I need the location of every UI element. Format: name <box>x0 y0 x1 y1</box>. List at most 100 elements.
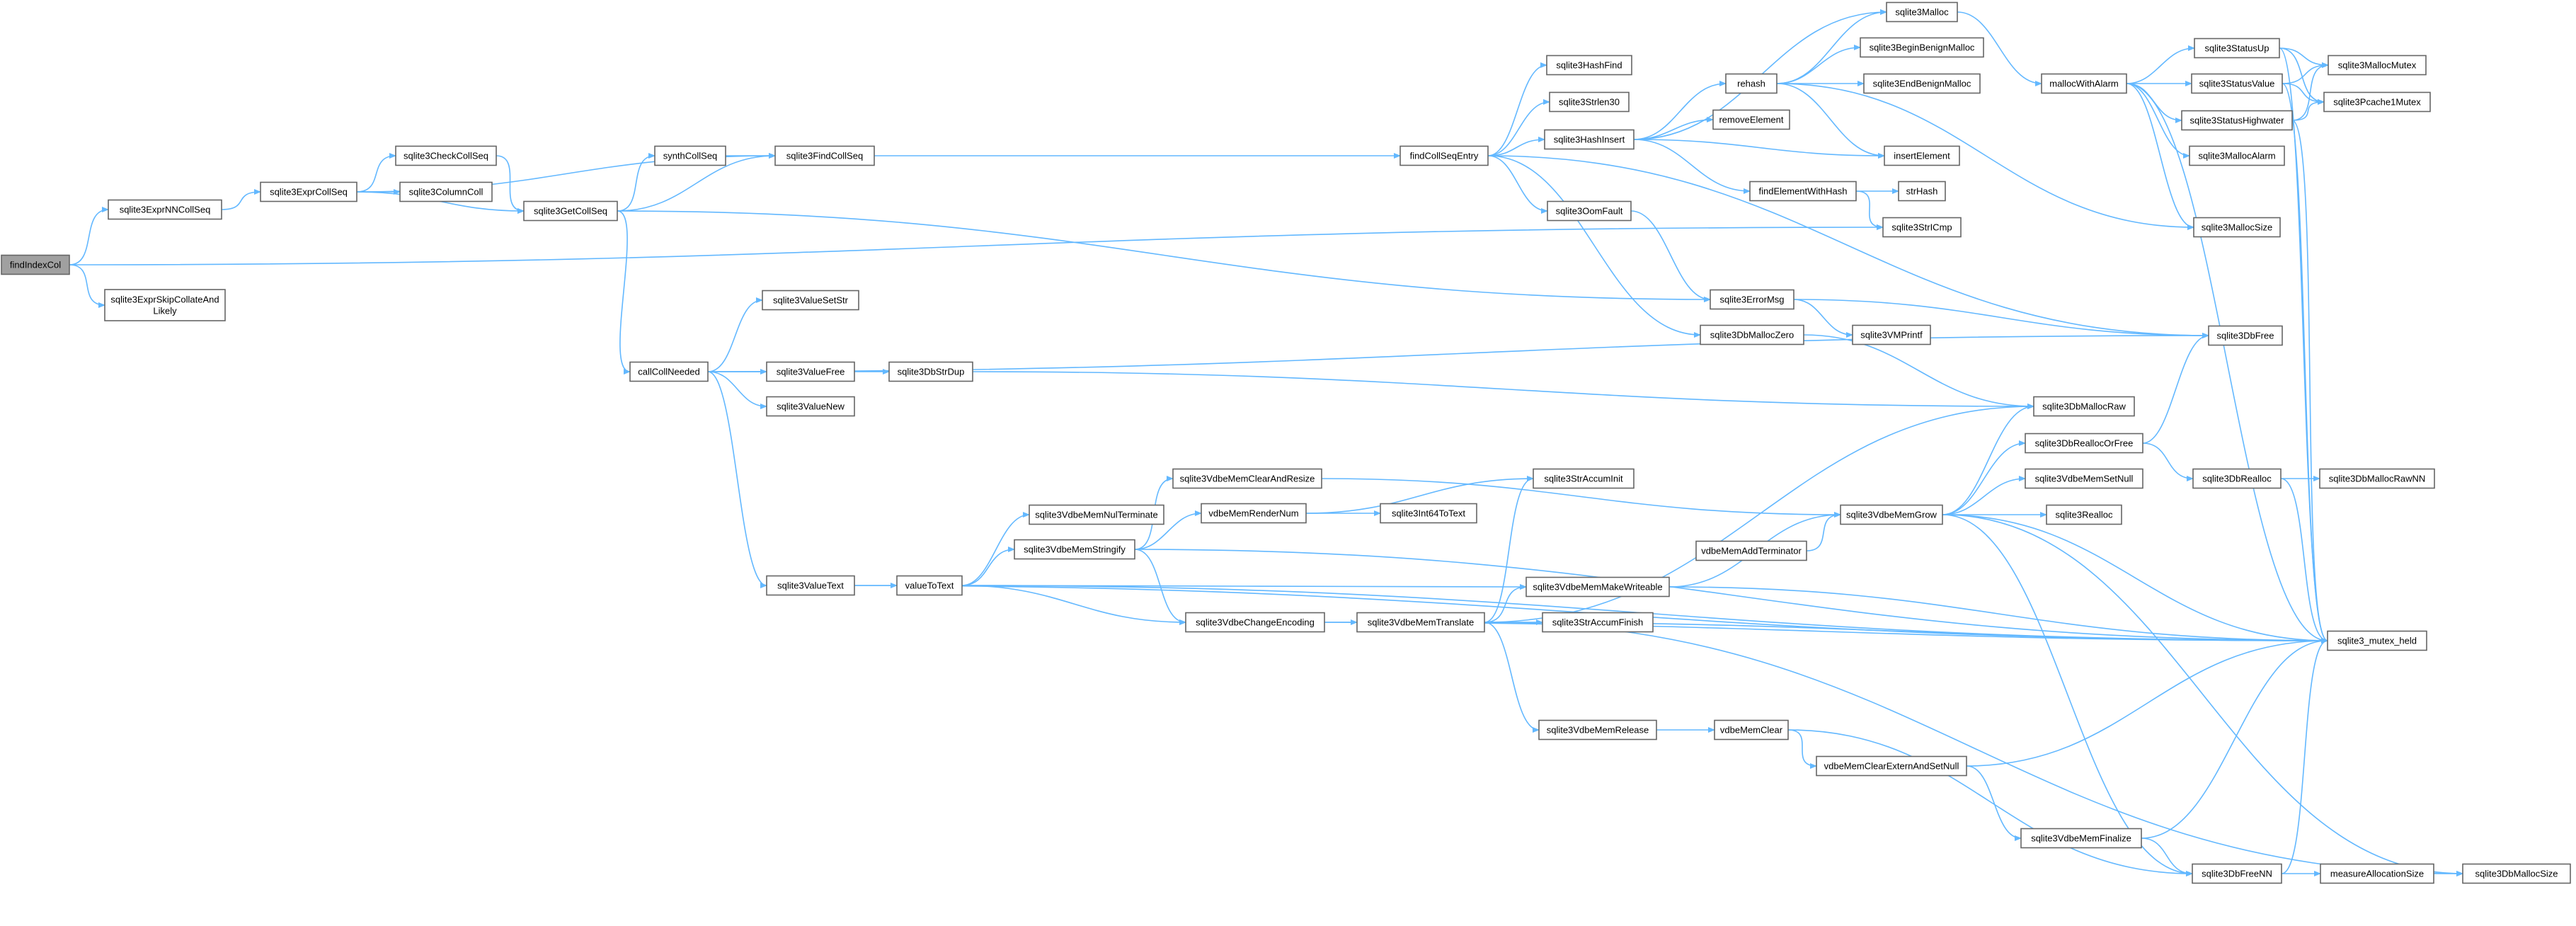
node-sqlite3BeginBenignMalloc[interactable]: sqlite3BeginBenignMalloc <box>1860 37 1984 58</box>
node-sqlite3ExprNNCollSeq[interactable]: sqlite3ExprNNCollSeq <box>108 199 222 220</box>
node-label: sqlite3ValueFree <box>777 367 845 377</box>
node-label: sqlite3FindCollSeq <box>786 151 863 161</box>
node-sqlite3DbFreeNN[interactable]: sqlite3DbFreeNN <box>2192 863 2282 884</box>
node-label: findCollSeqEntry <box>1410 151 1479 161</box>
node-box <box>1863 73 1981 94</box>
node-sqlite3StrAccumInit[interactable]: sqlite3StrAccumInit <box>1533 468 1635 489</box>
node-sqlite3DbMallocSize[interactable]: sqlite3DbMallocSize <box>2462 863 2571 884</box>
node-box <box>2328 55 2427 76</box>
node-sqlite3MallocAlarm[interactable]: sqlite3MallocAlarm <box>2189 145 2285 166</box>
edge-sqlite3DbRealloc-to-sqlite3_mutex_held <box>2280 478 2328 644</box>
node-mallocWithAlarm[interactable]: mallocWithAlarm <box>2041 73 2127 94</box>
node-insertElement[interactable]: insertElement <box>1884 145 1960 166</box>
node-synthCollSeq[interactable]: synthCollSeq <box>654 145 726 166</box>
edge-sqlite3ExprNNCollSeq-to-sqlite3ExprCollSeq <box>221 189 261 210</box>
node-sqlite3StatusUp[interactable]: sqlite3StatusUp <box>2194 38 2280 59</box>
node-label: sqlite3VMPrintf <box>1860 330 1923 341</box>
edge-sqlite3VdbeMemStringify-to-sqlite3VdbeChangeEncoding <box>1134 549 1186 625</box>
node-box <box>2193 217 2281 238</box>
edge-sqlite3HashInsert-to-findElementWithHash <box>1633 139 1751 194</box>
node-label: sqlite3GetCollSeq <box>534 206 607 217</box>
node-strHash[interactable]: strHash <box>1898 181 1946 202</box>
node-box <box>1700 324 1804 345</box>
node-findIndexCol[interactable]: findIndexCol <box>1 254 70 275</box>
node-label: Likely <box>153 306 177 316</box>
node-label: sqlite3ExprCollSeq <box>270 187 348 198</box>
node-sqlite3StatusValue[interactable]: sqlite3StatusValue <box>2191 73 2283 94</box>
node-sqlite3MallocMutex[interactable]: sqlite3MallocMutex <box>2328 55 2427 76</box>
node-box <box>2033 396 2135 417</box>
node-sqlite3VdbeMemRelease[interactable]: sqlite3VdbeMemRelease <box>1538 719 1657 741</box>
node-callCollNeeded[interactable]: callCollNeeded <box>629 361 709 382</box>
node-sqlite3VdbeMemSetNull[interactable]: sqlite3VdbeMemSetNull <box>2025 468 2143 489</box>
node-sqlite3Realloc[interactable]: sqlite3Realloc <box>2046 504 2122 525</box>
edge-findIndexCol-to-sqlite3StrICmp <box>69 224 1884 265</box>
node-sqlite3FindCollSeq[interactable]: sqlite3FindCollSeq <box>774 145 875 166</box>
node-removeElement[interactable]: removeElement <box>1712 109 1790 130</box>
node-label: vdbeMemClearExternAndSetNull <box>1824 761 1959 772</box>
node-findElementWithHash[interactable]: findElementWithHash <box>1749 181 1857 202</box>
node-sqlite3MallocSize[interactable]: sqlite3MallocSize <box>2193 217 2281 238</box>
node-findCollSeqEntry[interactable]: findCollSeqEntry <box>1399 145 1489 166</box>
node-box <box>2462 863 2571 884</box>
node-label: sqlite3ValueText <box>777 581 844 591</box>
node-sqlite3Pcache1Mutex[interactable]: sqlite3Pcache1Mutex <box>2323 91 2431 113</box>
node-sqlite3HashInsert[interactable]: sqlite3HashInsert <box>1544 129 1635 150</box>
node-sqlite3DbReallocOrFree[interactable]: sqlite3DbReallocOrFree <box>2025 433 2143 454</box>
node-sqlite3ExprCollSeq[interactable]: sqlite3ExprCollSeq <box>260 181 357 202</box>
node-sqlite3CheckCollSeq[interactable]: sqlite3CheckCollSeq <box>395 145 497 166</box>
edge-sqlite3VdbeMemFinalize-to-sqlite3_mutex_held <box>2141 638 2328 839</box>
node-box <box>108 199 222 220</box>
node-sqlite3VdbeMemNulTerminate[interactable]: sqlite3VdbeMemNulTerminate <box>1029 504 1164 525</box>
node-rehash[interactable]: rehash <box>1725 73 1778 94</box>
node-box <box>2320 863 2434 884</box>
node-label: sqlite3StrAccumFinish <box>1552 617 1644 628</box>
node-sqlite3VdbeMemMakeWriteable[interactable]: sqlite3VdbeMemMakeWriteable <box>1525 576 1670 598</box>
node-sqlite3StatusHighwater[interactable]: sqlite3StatusHighwater <box>2181 110 2293 131</box>
node-sqlite3VdbeMemFinalize[interactable]: sqlite3VdbeMemFinalize <box>2020 828 2142 849</box>
node-vdbeMemClear[interactable]: vdbeMemClear <box>1714 719 1789 741</box>
node-sqlite3VdbeMemStringify[interactable]: sqlite3VdbeMemStringify <box>1014 539 1135 560</box>
node-sqlite3Strlen30[interactable]: sqlite3Strlen30 <box>1549 91 1630 113</box>
node-sqlite3VdbeMemClearAndResize[interactable]: sqlite3VdbeMemClearAndResize <box>1172 468 1322 489</box>
node-sqlite3Int64ToText[interactable]: sqlite3Int64ToText <box>1380 503 1477 524</box>
node-sqlite3Malloc[interactable]: sqlite3Malloc <box>1886 1 1958 23</box>
node-label: sqlite3StatusValue <box>2199 79 2275 89</box>
node-sqlite3GetCollSeq[interactable]: sqlite3GetCollSeq <box>523 200 618 222</box>
node-vdbeMemRenderNum[interactable]: vdbeMemRenderNum <box>1201 503 1307 524</box>
node-label: sqlite3ValueNew <box>777 401 845 412</box>
node-sqlite3HashFind[interactable]: sqlite3HashFind <box>1546 55 1632 76</box>
edge-sqlite3StatusValue-to-sqlite3Pcache1Mutex <box>2282 83 2325 105</box>
node-vdbeMemAddTerminator[interactable]: vdbeMemAddTerminator <box>1695 540 1807 561</box>
edge-sqlite3DbReallocOrFree-to-sqlite3DbFree <box>2142 333 2209 444</box>
node-vdbeMemClearExternAndSetNull[interactable]: vdbeMemClearExternAndSetNull <box>1816 755 1967 777</box>
node-box <box>1538 719 1657 741</box>
node-valueToText[interactable]: valueToText <box>896 575 963 596</box>
node-sqlite3_mutex_held[interactable]: sqlite3_mutex_held <box>2327 630 2427 651</box>
node-sqlite3ColumnColl[interactable]: sqlite3ColumnColl <box>399 181 493 202</box>
node-measureAllocationSize[interactable]: measureAllocationSize <box>2320 863 2434 884</box>
node-sqlite3ValueNew[interactable]: sqlite3ValueNew <box>766 396 855 417</box>
node-sqlite3DbFree[interactable]: sqlite3DbFree <box>2208 325 2283 346</box>
node-sqlite3DbStrDup[interactable]: sqlite3DbStrDup <box>888 361 973 382</box>
node-sqlite3ValueFree[interactable]: sqlite3ValueFree <box>766 361 855 382</box>
node-sqlite3DbMallocRaw[interactable]: sqlite3DbMallocRaw <box>2033 396 2135 417</box>
node-sqlite3VdbeChangeEncoding[interactable]: sqlite3VdbeChangeEncoding <box>1185 612 1325 633</box>
node-sqlite3ValueSetStr[interactable]: sqlite3ValueSetStr <box>762 290 859 311</box>
node-sqlite3EndBenignMalloc[interactable]: sqlite3EndBenignMalloc <box>1863 73 1981 94</box>
node-sqlite3VdbeMemGrow[interactable]: sqlite3VdbeMemGrow <box>1840 504 1943 525</box>
node-sqlite3StrICmp[interactable]: sqlite3StrICmp <box>1882 217 1962 238</box>
node-sqlite3DbMallocRawNN[interactable]: sqlite3DbMallocRawNN <box>2319 468 2435 489</box>
node-sqlite3ValueText[interactable]: sqlite3ValueText <box>766 575 855 596</box>
node-sqlite3DbRealloc[interactable]: sqlite3DbRealloc <box>2192 468 2282 489</box>
node-sqlite3ErrorMsg[interactable]: sqlite3ErrorMsg <box>1710 289 1794 310</box>
node-sqlite3OomFault[interactable]: sqlite3OomFault <box>1547 200 1632 222</box>
node-sqlite3VMPrintf[interactable]: sqlite3VMPrintf <box>1852 324 1931 345</box>
node-sqlite3DbMallocZero[interactable]: sqlite3DbMallocZero <box>1700 324 1804 345</box>
node-box <box>1882 217 1962 238</box>
nodes-layer: findIndexCol sqlite3ExprNNCollSeq sqlite3E… <box>1 1 2571 884</box>
edge-sqlite3VdbeMemGrow-to-sqlite3DbReallocOrFree <box>1942 440 2026 515</box>
node-sqlite3VdbeMemTranslate[interactable]: sqlite3VdbeMemTranslate <box>1356 612 1485 633</box>
node-sqlite3StrAccumFinish[interactable]: sqlite3StrAccumFinish <box>1542 612 1654 633</box>
